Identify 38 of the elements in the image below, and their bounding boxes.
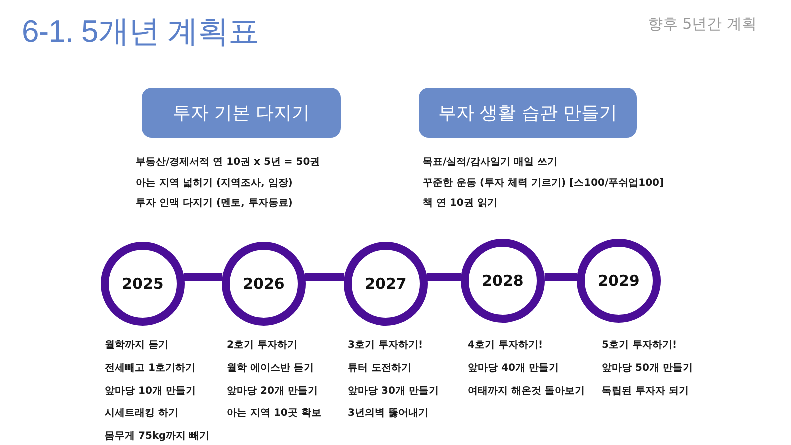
year-label: 2025: [121, 274, 165, 294]
connector-line: [305, 273, 345, 281]
list-item: 전세빼고 1호기하기: [105, 362, 196, 376]
list-item: 꾸준한 운동 (투자 체력 기르기) [스100/푸쉬업100]: [423, 176, 664, 190]
list-item: 튜터 도전하기: [348, 362, 412, 376]
header-box: 부자 생활 습관 만들기: [419, 88, 637, 138]
list-item: 4호기 투자하기!: [468, 339, 543, 353]
list-item: 여태까지 해온것 돌아보기: [468, 384, 585, 398]
list-item: 아는 지역 넓히기 (지역조사, 임장): [136, 176, 293, 190]
list-item: 앞마당 30개 만들기: [348, 384, 439, 398]
header-note: 향후 5년간 계획: [648, 14, 757, 34]
list-item: 2호기 투자하기: [227, 339, 298, 353]
list-item: 앞마당 20개 만들기: [227, 384, 318, 398]
connector-line: [544, 273, 578, 281]
list-item: 3년의벽 뚫어내기: [348, 407, 428, 422]
list-item: 몸무게 75kg까지 빼기: [105, 430, 210, 444]
list-item: 앞마당 40개 만들기: [468, 362, 559, 376]
list-item: 시세트래킹 하기: [105, 407, 178, 422]
list-item: 3호기 투자하기!: [348, 339, 423, 353]
year-label: 2029: [597, 271, 641, 291]
list-item: 목표/실적/감사일기 매일 쓰기: [423, 156, 558, 170]
list-item: 5호기 투자하기!: [602, 339, 677, 353]
year-label: 2027: [364, 274, 408, 294]
list-item: 부동산/경제서적 연 10권 x 5년 = 50권: [136, 156, 320, 170]
list-item: 책 연 10권 읽기: [423, 197, 498, 211]
list-item: 투자 인맥 다지기 (멘토, 투자동료): [136, 197, 293, 211]
header-box: 투자 기본 다지기: [142, 88, 341, 138]
list-item: 아는 지역 10곳 확보: [227, 407, 322, 422]
year-label: 2028: [481, 271, 525, 291]
list-item: 월학까지 듣기: [105, 339, 168, 353]
title: 6-1. 5개년 계획표: [22, 14, 259, 50]
connector-line: [427, 273, 462, 281]
connector-line: [184, 273, 223, 281]
list-item: 월학 에이스반 듣기: [227, 362, 314, 376]
year-label: 2026: [242, 274, 286, 294]
list-item: 앞마당 50개 만들기: [602, 362, 693, 376]
list-item: 독립된 투자자 되기: [602, 384, 689, 398]
list-item: 앞마당 10개 만들기: [105, 384, 196, 398]
